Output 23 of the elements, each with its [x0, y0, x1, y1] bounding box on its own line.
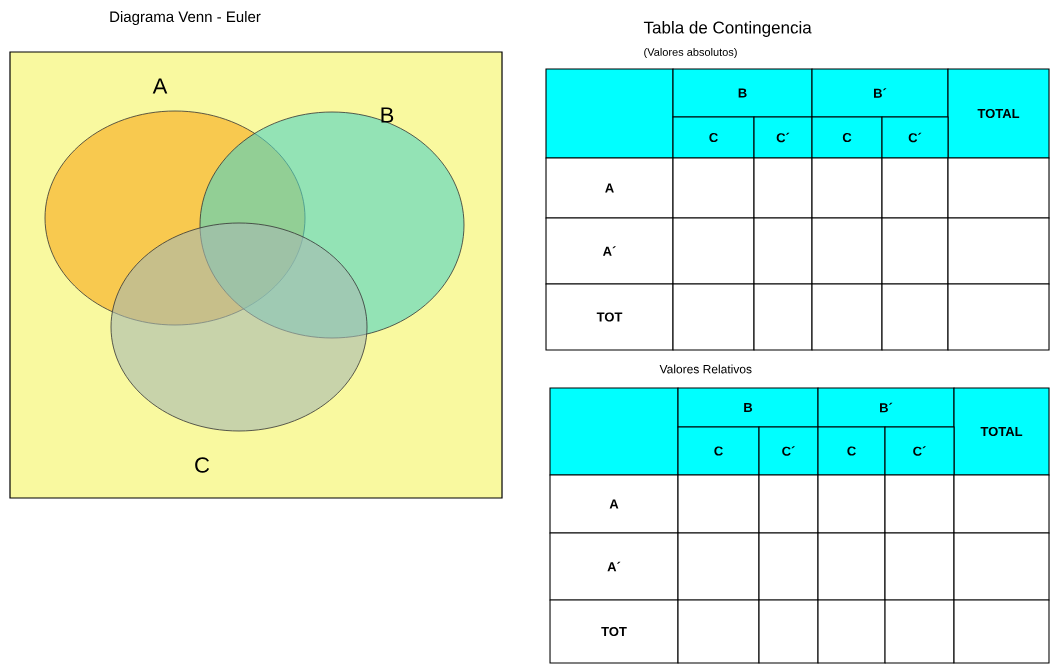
table-subtitle: (Valores absolutos): [644, 47, 737, 59]
table-cell: B: [677, 387, 819, 428]
table-cell: C: [817, 426, 886, 476]
node-label: Diagrama Venn - Euler: [110, 11, 261, 25]
table-cell: A´: [549, 532, 679, 601]
table-cell: A: [549, 474, 679, 534]
table-cell: B´: [817, 387, 955, 428]
node-label: C: [195, 457, 210, 473]
table-cell: A´: [545, 217, 674, 285]
table-cell: TOT: [549, 599, 679, 664]
table-cell: C: [677, 426, 760, 476]
table-title: Valores Relativos: [659, 364, 752, 374]
table-title: Tabla de Contingencia: [643, 21, 812, 37]
table-cell: C: [811, 116, 883, 159]
table-cell: TOTAL: [947, 68, 1050, 159]
table-cell: TOT: [545, 283, 674, 351]
table-cell: C´: [881, 116, 949, 159]
table-cell: A: [545, 157, 674, 219]
table-cell: C: [672, 116, 755, 159]
table-cell: C´: [758, 426, 819, 476]
node-label: A: [152, 78, 168, 94]
table-cell: C´: [884, 426, 955, 476]
table-cell: C´: [753, 116, 813, 159]
